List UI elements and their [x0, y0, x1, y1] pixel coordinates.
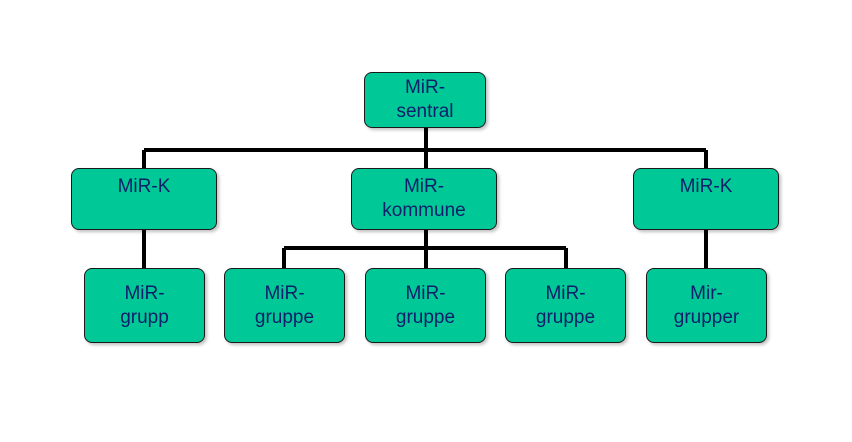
node-mir-k-right-line1: MiR-K	[679, 176, 733, 197]
node-mir-gruppe-2: MiR- gruppe	[365, 268, 486, 343]
node-mir-kommune-line1: MiR-	[403, 176, 445, 197]
node-mir-grupp-line2: grupp	[120, 306, 169, 328]
node-mir-grupper: Mir- grupper	[646, 268, 767, 343]
node-mir-sentral-line1: MiR-	[404, 77, 446, 98]
node-mir-k-left: MiR-K	[71, 168, 217, 230]
node-mir-gruppe-3: MiR- gruppe	[505, 268, 626, 343]
node-mir-gruppe-2-line1: MiR-	[405, 282, 446, 304]
node-mir-k-left-line1: MiR-K	[117, 176, 171, 197]
node-mir-gruppe-1-line2: gruppe	[254, 306, 315, 328]
node-mir-gruppe-1: MiR- gruppe	[224, 268, 345, 343]
node-mir-sentral-line2: sentral	[396, 101, 454, 122]
node-mir-grupp-line1: MiR-	[124, 282, 165, 304]
node-mir-gruppe-3-line2: gruppe	[535, 306, 596, 328]
node-mir-gruppe-1-line1: MiR-	[264, 282, 305, 304]
node-mir-gruppe-3-line1: MiR-	[545, 282, 586, 304]
node-mir-sentral: MiR- sentral	[364, 72, 486, 128]
node-mir-k-right: MiR-K	[633, 168, 779, 230]
node-mir-grupper-line2: grupper	[673, 306, 740, 328]
node-mir-kommune: MiR- kommune	[351, 168, 497, 230]
node-mir-kommune-line2: kommune	[382, 200, 466, 221]
node-mir-grupper-line1: Mir-	[690, 282, 723, 304]
node-mir-grupp: MiR- grupp	[84, 268, 205, 343]
node-mir-gruppe-2-line2: gruppe	[395, 306, 456, 328]
